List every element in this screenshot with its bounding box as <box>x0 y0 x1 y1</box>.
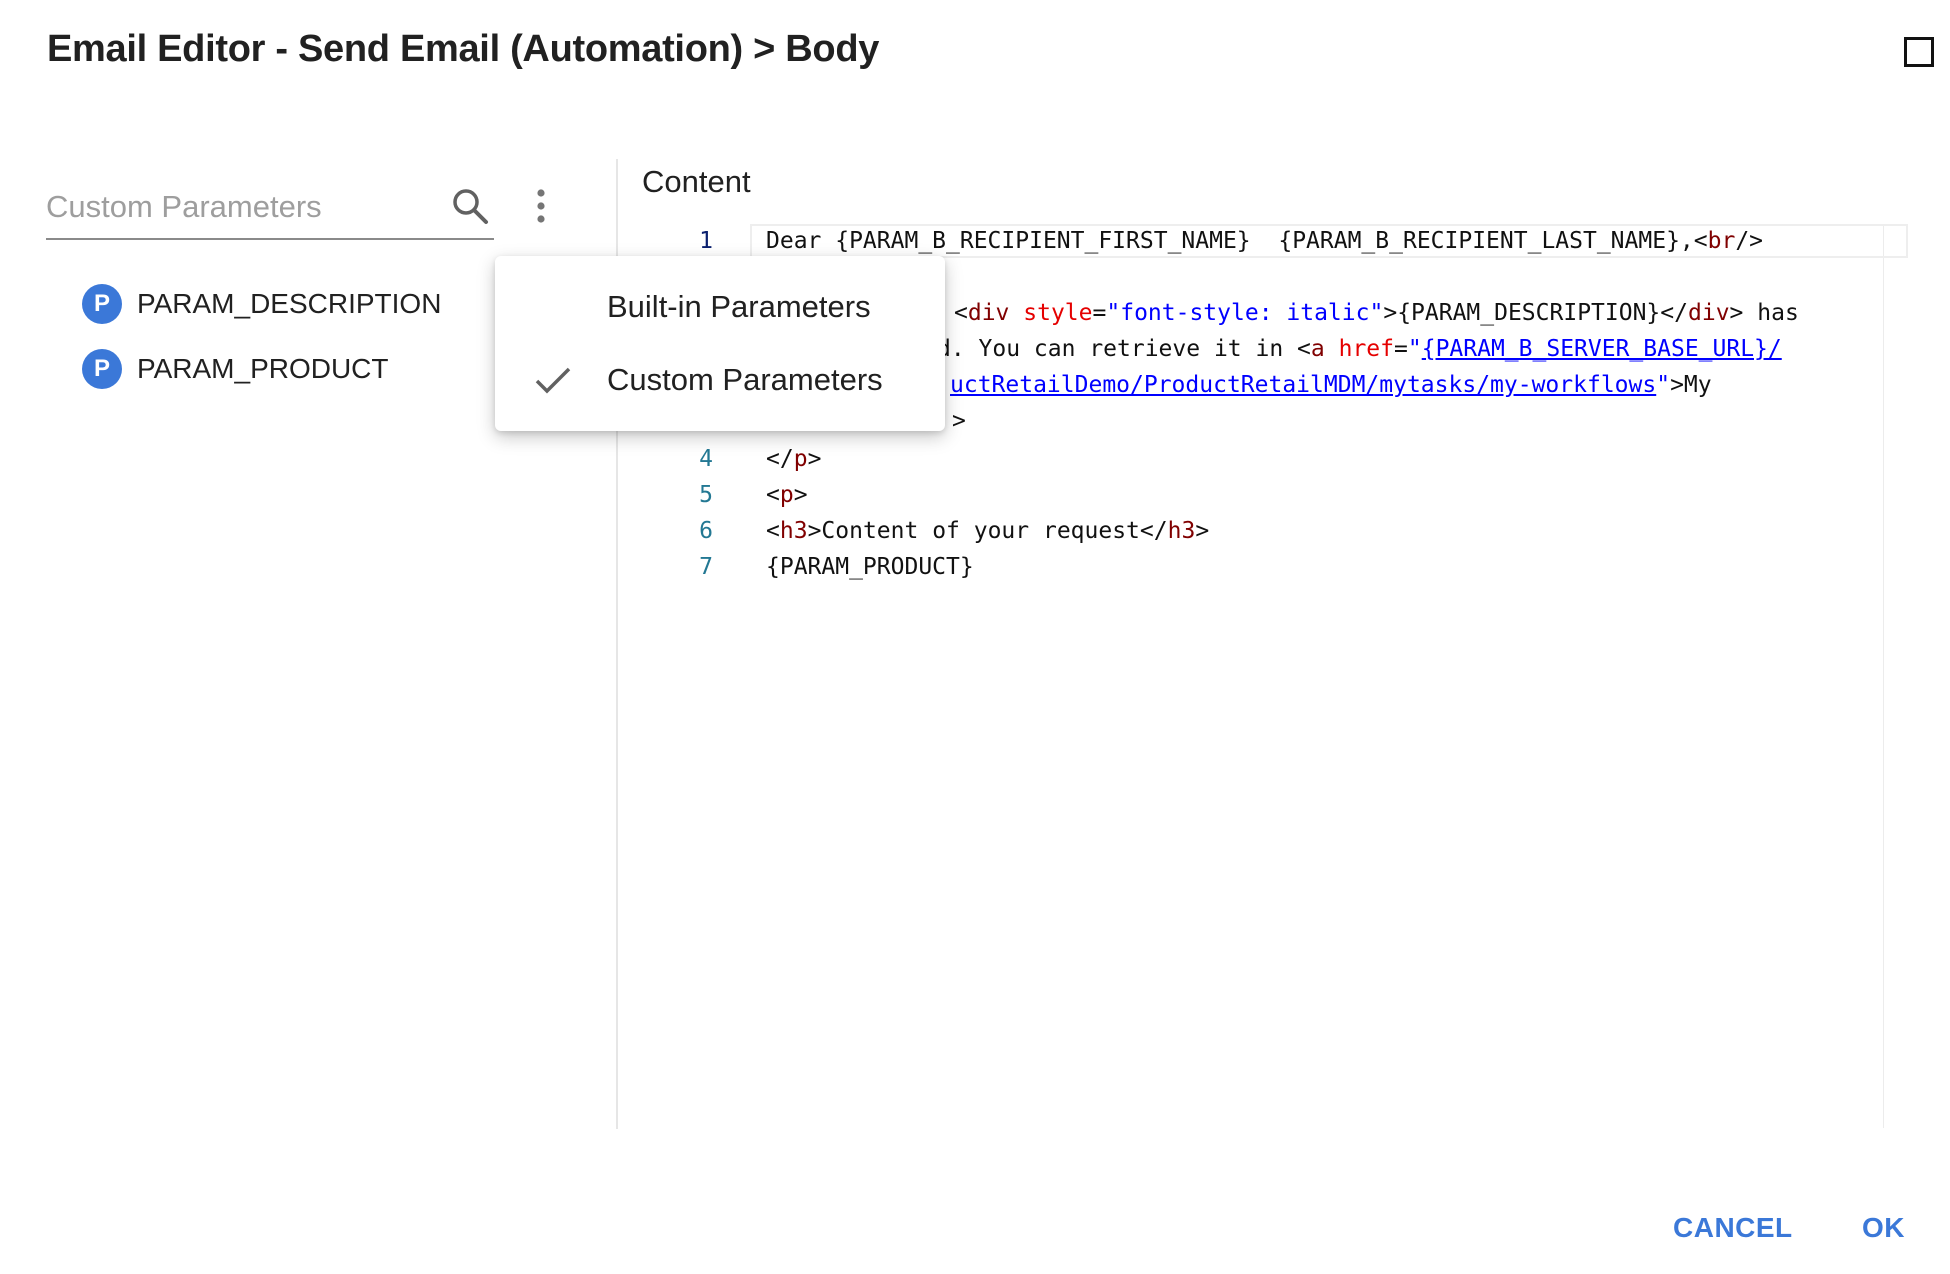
code-text: Dear {PARAM_B_RECIPIENT_FIRST_NAME} {PAR… <box>766 228 1694 254</box>
code-space <box>1009 300 1023 326</box>
code-line-3-wrap[interactable]: > <box>952 408 966 434</box>
code-punct: </ <box>766 446 794 472</box>
code-link[interactable]: uctRetailDemo/ProductRetailMDM/mytasks/m… <box>950 372 1657 398</box>
parameter-item[interactable]: P PARAM_DESCRIPTION <box>82 284 441 324</box>
code-punct: < <box>1297 336 1311 362</box>
parameter-icon: P <box>82 284 122 324</box>
checkmark-icon <box>533 363 573 397</box>
code-tag: div <box>967 300 1010 326</box>
code-punct: = <box>1394 336 1408 362</box>
code-punct: </ <box>1139 518 1168 544</box>
line-number: 1 <box>699 228 713 254</box>
code-space <box>1325 336 1339 362</box>
menu-item-label: Custom Parameters <box>607 362 883 397</box>
parameter-type-menu: Built-in Parameters Custom Parameters <box>495 256 945 431</box>
ok-button[interactable]: OK <box>1862 1212 1905 1243</box>
code-string: " <box>1656 372 1671 398</box>
code-tag: p <box>779 482 794 508</box>
code-line-7[interactable]: {PARAM_PRODUCT} <box>766 554 974 580</box>
code-attribute: href <box>1338 336 1394 362</box>
code-attribute: style <box>1023 300 1093 326</box>
editor-border <box>1883 225 1884 1128</box>
code-punct: > <box>1729 300 1744 326</box>
code-text: >My <box>1670 372 1712 398</box>
code-tag: br <box>1707 228 1736 254</box>
line-number: 7 <box>699 554 713 580</box>
code-punct: < <box>766 482 780 508</box>
code-link[interactable]: {PARAM_B_SERVER_BASE_URL}/ <box>1421 336 1782 362</box>
parameter-name: PARAM_PRODUCT <box>137 353 389 384</box>
code-line-1[interactable]: Dear {PARAM_B_RECIPIENT_FIRST_NAME} {PAR… <box>766 228 1763 254</box>
code-line-3-wrap[interactable]: uctRetailDemo/ProductRetailMDM/mytasks/m… <box>950 372 1712 398</box>
code-line-3[interactable]: d. You can retrieve it in <a href="{PARA… <box>937 336 1782 362</box>
code-punct: </ <box>1660 300 1688 326</box>
code-punct: > <box>793 482 808 508</box>
code-punct: < <box>954 300 968 326</box>
search-icon[interactable] <box>450 186 490 226</box>
code-text: {PARAM_PRODUCT} <box>766 554 974 580</box>
code-string: "font-style: italic" <box>1106 300 1384 326</box>
menu-item-custom-parameters[interactable]: Custom Parameters <box>495 349 945 409</box>
menu-item-label: Built-in Parameters <box>607 289 871 324</box>
code-punct: > <box>1195 518 1210 544</box>
code-punct: > <box>1383 300 1398 326</box>
current-line-highlight <box>750 224 1908 258</box>
parameter-icon: P <box>82 349 122 389</box>
code-tag: h3 <box>1167 518 1196 544</box>
parameter-name: PARAM_DESCRIPTION <box>137 288 442 319</box>
code-punct: /> <box>1735 228 1764 254</box>
content-label: Content <box>642 164 751 199</box>
search-field[interactable] <box>46 180 494 240</box>
search-input[interactable] <box>46 184 426 230</box>
code-punct: < <box>1693 228 1708 254</box>
code-text: has <box>1743 300 1799 326</box>
code-punct: < <box>766 518 780 544</box>
code-line-2[interactable]: <div style="font-style: italic">{PARAM_D… <box>954 300 1799 326</box>
maximize-icon[interactable] <box>1904 37 1934 67</box>
more-options-icon[interactable] <box>528 186 554 226</box>
code-line-6[interactable]: <h3>Content of your request</h3> <box>766 518 1209 544</box>
code-line-4[interactable]: </p> <box>766 446 821 472</box>
code-text: Content of your request <box>821 518 1140 544</box>
code-punct: > <box>807 446 822 472</box>
code-punct: = <box>1092 300 1107 326</box>
code-line-5[interactable]: <p> <box>766 482 808 508</box>
menu-item-built-in-parameters[interactable]: Built-in Parameters <box>495 276 945 336</box>
code-tag: a <box>1310 336 1325 362</box>
code-tag: h3 <box>779 518 808 544</box>
line-number: 6 <box>699 518 713 544</box>
parameter-item[interactable]: P PARAM_PRODUCT <box>82 349 389 389</box>
code-tag: div <box>1688 300 1730 326</box>
code-string: " <box>1407 336 1422 362</box>
code-text: d. You can retrieve it in <box>937 336 1298 362</box>
code-text: {PARAM_DESCRIPTION} <box>1397 300 1661 326</box>
code-tag: p <box>793 446 808 472</box>
line-number: 4 <box>699 446 713 472</box>
line-number: 5 <box>699 482 713 508</box>
dialog-title: Email Editor - Send Email (Automation) >… <box>47 28 880 70</box>
panel-divider <box>616 159 618 1129</box>
code-punct: > <box>807 518 822 544</box>
code-text: > <box>952 408 966 434</box>
cancel-button[interactable]: CANCEL <box>1673 1212 1793 1243</box>
